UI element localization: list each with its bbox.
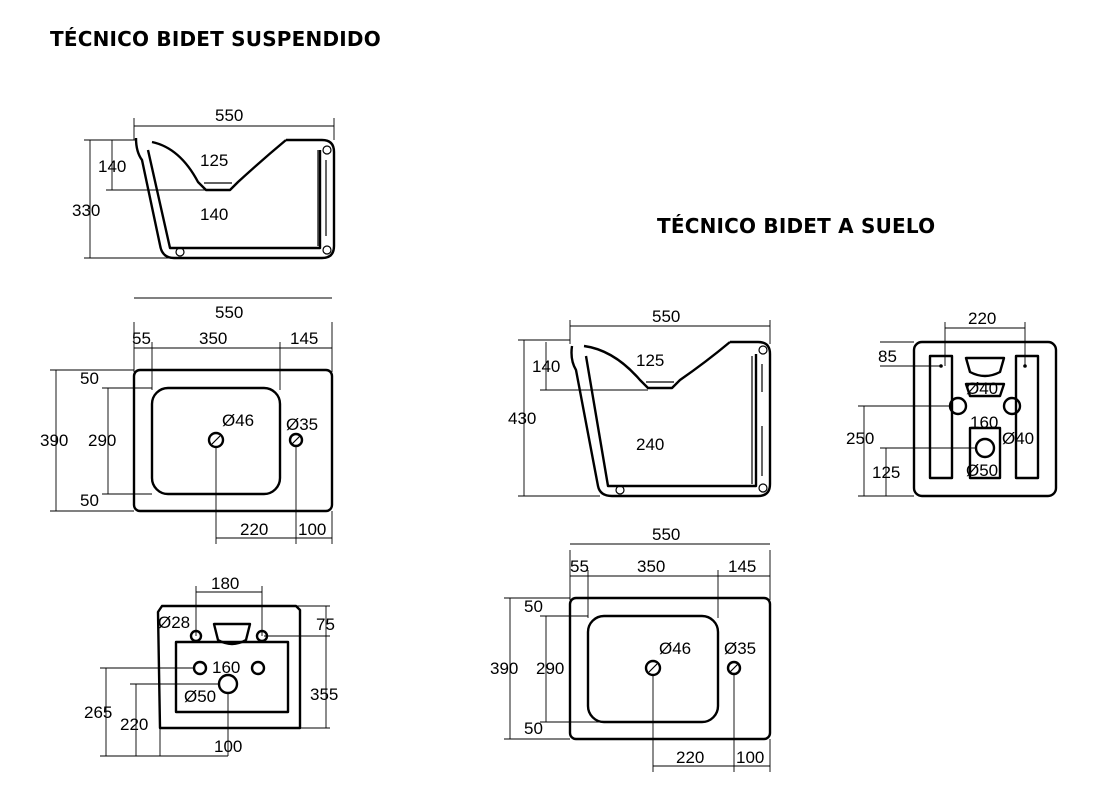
suelo-bottom-view: 220 85 Ø40 160 Ø40 Ø50 250 125 — [846, 309, 1058, 498]
supply-hole-right — [250, 660, 266, 676]
dim-top-back: 50 — [80, 369, 99, 388]
suelo-top-body-outline — [568, 596, 772, 741]
bottom-dim-waste-height: 125 — [872, 463, 900, 482]
dim-top-width: 550 — [215, 303, 243, 322]
bottom-waste-recess — [968, 426, 1002, 480]
side-body-outline — [134, 137, 336, 260]
bottom-supply-right — [1002, 396, 1022, 416]
suelo-dim-bowl-depth: 240 — [636, 435, 664, 454]
suelo-label-drain: Ø46 — [659, 639, 691, 658]
suelo-side-body-outline — [570, 340, 772, 498]
bottom-label-waste: Ø50 — [966, 461, 998, 480]
dim-top-left: 55 — [132, 329, 151, 348]
suspendido-top-view: 550 55 350 145 390 290 50 50 Ø46 Ø35 220… — [40, 297, 334, 544]
suelo-side-inner-wall — [584, 354, 758, 488]
dim-width: 550 — [215, 106, 243, 125]
suelo-top-dim-back: 50 — [524, 597, 543, 616]
bottom-label-supply: Ø40 — [966, 379, 998, 398]
suelo-dim-width: 550 — [652, 307, 680, 326]
dim-top-depth: 390 — [40, 431, 68, 450]
dim-bowl-depth: 140 — [200, 205, 228, 224]
side-rear-detail — [317, 150, 327, 246]
suelo-top-dim-left: 55 — [570, 557, 589, 576]
side-fix-circle-top — [322, 145, 332, 155]
suelo-dim-rim: 140 — [532, 357, 560, 376]
bottom-right-rail — [1014, 354, 1040, 480]
bottom-dim-supply-height: 250 — [846, 429, 874, 448]
side-fix-circle-bottom — [322, 245, 332, 255]
suelo-dim-tap-offset: 100 — [736, 748, 764, 767]
dim-supply-height: 265 — [84, 703, 112, 722]
dim-top-front: 50 — [80, 491, 99, 510]
top-body-outline — [132, 368, 334, 513]
dim-holes-spacing: 180 — [211, 574, 239, 593]
title-bidet-a-suelo: TÉCNICO BIDET A SUELO — [657, 214, 936, 238]
dim-fix-height: 75 — [316, 615, 335, 634]
suspendido-back-view: 180 Ø28 75 160 Ø50 355 265 220 100 — [84, 574, 338, 757]
dim-drain-offset: 220 — [240, 520, 268, 539]
bottom-top-recess — [964, 356, 1006, 378]
suelo-top-dim-right: 145 — [728, 557, 756, 576]
dim-waste-offset: 100 — [214, 737, 242, 756]
label-tap: Ø35 — [286, 415, 318, 434]
dim-top-bowl-depth: 290 — [88, 431, 116, 450]
label-waste: Ø50 — [184, 687, 216, 706]
suelo-top-dim-bowl-depth: 290 — [536, 659, 564, 678]
suelo-dim-height: 430 — [508, 409, 536, 428]
dim-bowl-top: 125 — [200, 151, 228, 170]
bottom-dim-fix-offset: 85 — [878, 347, 897, 366]
bottom-label-waste-hole: Ø40 — [1002, 429, 1034, 448]
bottom-dim-width: 220 — [968, 309, 996, 328]
suelo-label-tap: Ø35 — [724, 639, 756, 658]
supply-hole-left — [192, 660, 208, 676]
dim-height: 330 — [72, 201, 100, 220]
dim-waste-height: 220 — [120, 715, 148, 734]
waste-hole — [217, 673, 239, 695]
bottom-waste-hole — [974, 437, 996, 459]
dim-top-right: 145 — [290, 329, 318, 348]
suelo-top-dim-width: 550 — [652, 525, 680, 544]
side-foot-circle — [175, 247, 185, 257]
dim-rim: 140 — [98, 157, 126, 176]
dim-tap-offset: 100 — [298, 520, 326, 539]
suelo-dim-bowl-top: 125 — [636, 351, 664, 370]
bottom-dim-supply-spacing: 160 — [970, 413, 998, 432]
suelo-top-dim-depth: 390 — [490, 659, 518, 678]
suelo-top-view: 550 55 350 145 390 290 50 50 Ø46 Ø35 220… — [490, 525, 772, 772]
back-top-recess — [212, 622, 252, 646]
suelo-dim-drain-offset: 220 — [676, 748, 704, 767]
suelo-top-dim-bowl: 350 — [637, 557, 665, 576]
suelo-side-bowl-curve — [583, 341, 731, 390]
dim-total-height: 355 — [310, 685, 338, 704]
suelo-side-view: 550 430 140 125 240 — [508, 307, 772, 498]
suelo-top-dim-front: 50 — [524, 719, 543, 738]
title-bidet-suspendido: TÉCNICO BIDET SUSPENDIDO — [50, 27, 381, 51]
label-fix-hole: Ø28 — [158, 613, 190, 632]
dim-top-bowl: 350 — [199, 329, 227, 348]
bottom-body-outline — [912, 340, 1058, 498]
label-drain: Ø46 — [222, 411, 254, 430]
back-recess-outline — [174, 640, 290, 714]
dim-supply-spacing: 160 — [212, 658, 240, 677]
bottom-left-rail — [928, 354, 954, 480]
suspendido-side-view: 550 330 140 125 140 — [72, 106, 336, 260]
side-inner-wall — [146, 149, 322, 250]
